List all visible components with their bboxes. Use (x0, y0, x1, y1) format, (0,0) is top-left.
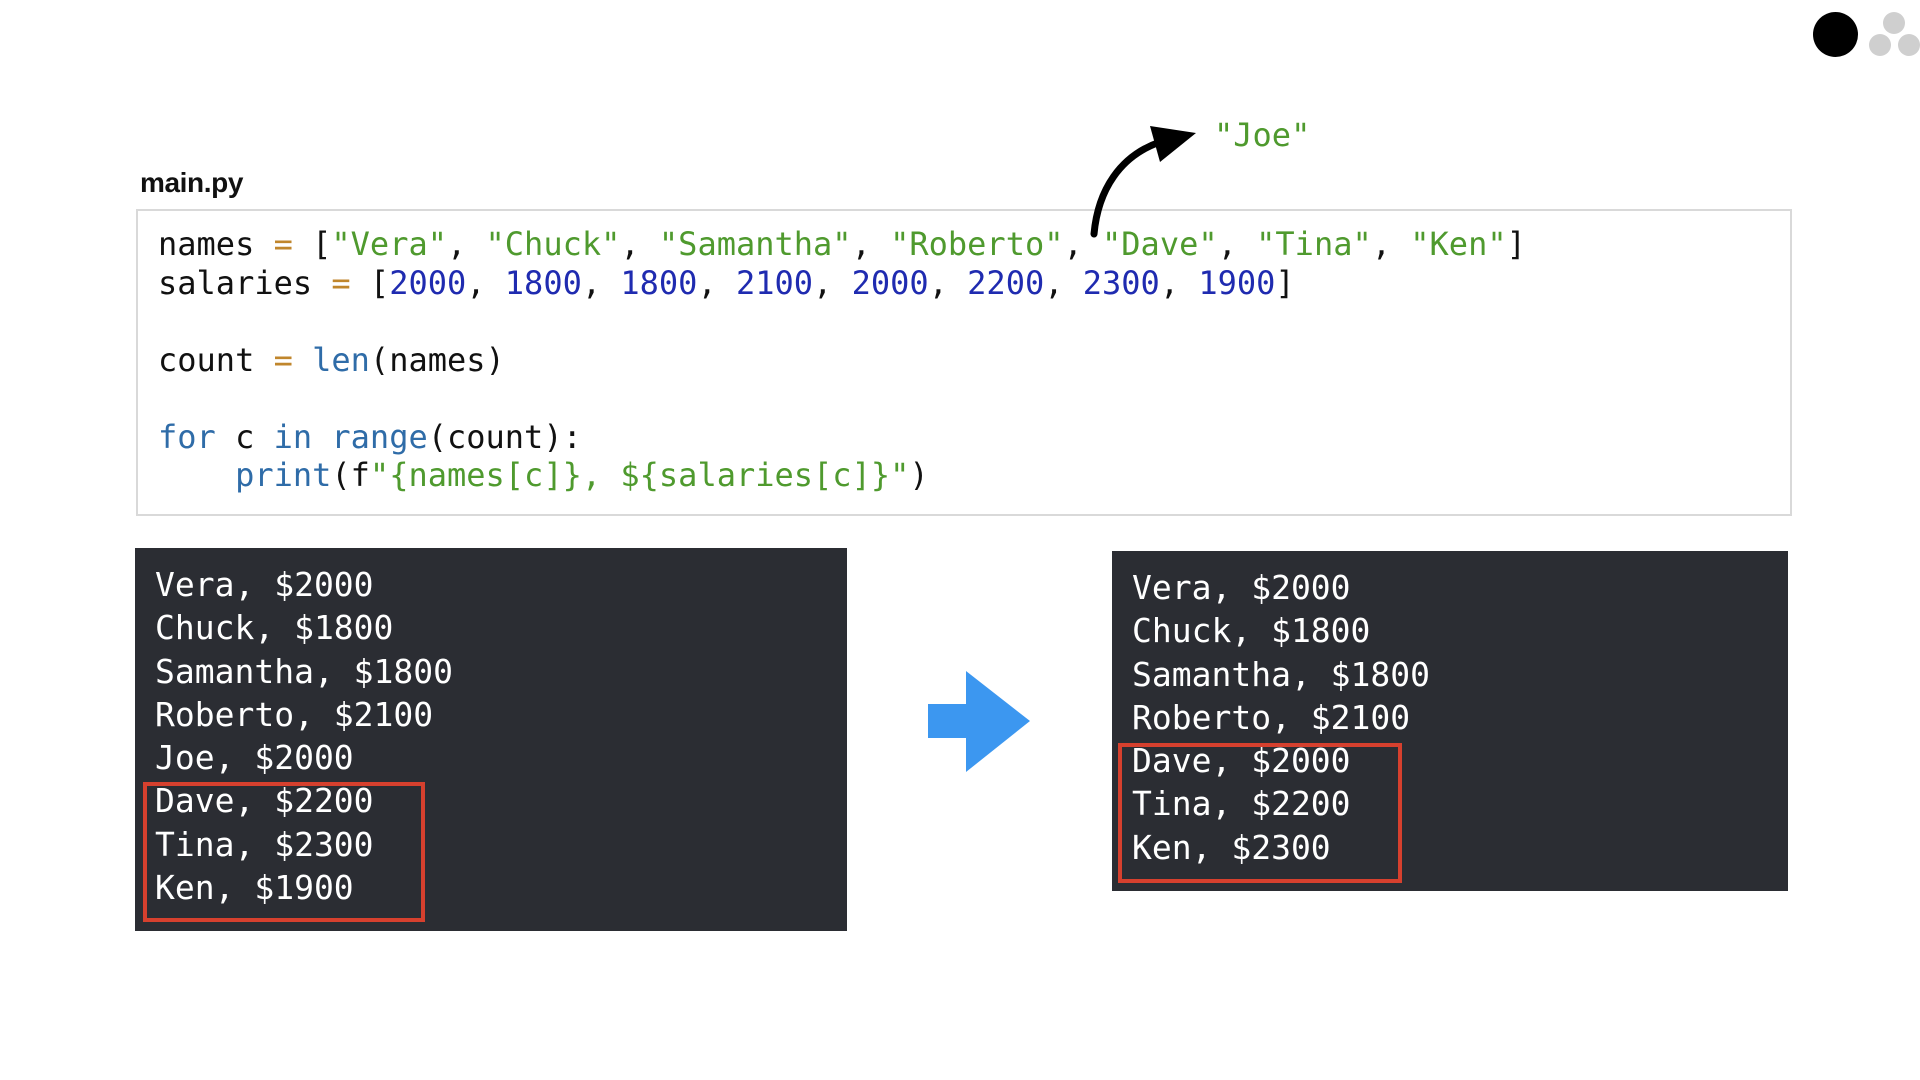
code-token: "Roberto" (890, 225, 1064, 263)
code-token: "Vera" (331, 225, 447, 263)
code-token: (f (331, 456, 370, 494)
code-token: print (235, 456, 332, 494)
code-line: for c in range(count): (158, 418, 1526, 457)
code-token: , (697, 263, 736, 302)
code-token: ] (1506, 225, 1526, 263)
output-line: Dave, $2000 (1132, 741, 1351, 781)
logo-dot-large (1813, 12, 1858, 57)
code-token: (names) (369, 340, 505, 379)
right-arrow-icon (928, 671, 1030, 772)
code-token: names (158, 225, 274, 263)
output-line: Ken, $1900 (155, 868, 354, 908)
highlight-box (1118, 743, 1402, 883)
code-token: "Dave" (1102, 225, 1218, 263)
code-token: ] (1275, 263, 1295, 302)
output-line: Tina, $2200 (1132, 784, 1351, 824)
output-line: Chuck, $1800 (1132, 611, 1371, 651)
output-line: Vera, $2000 (1132, 568, 1351, 607)
code-token: "{names[c]}, ${salaries[c]}" (369, 456, 910, 494)
output-line: Samantha, $1800 (1132, 654, 1431, 694)
code-line: salaries = [2000, 1800, 1800, 2100, 2000… (158, 264, 1526, 303)
code-token: , (928, 263, 968, 302)
code-token: len (312, 340, 370, 379)
code-line: names = ["Vera", "Chuck", "Samantha", "R… (158, 225, 1526, 264)
code-block: names = ["Vera", "Chuck", "Samantha", "R… (158, 225, 1526, 495)
code-token: , (1063, 225, 1103, 263)
code-token: = (331, 263, 351, 302)
code-token: "Tina" (1256, 225, 1372, 263)
code-token: , (1159, 263, 1199, 302)
code-token: "Ken" (1410, 225, 1507, 263)
code-token: c (215, 417, 274, 456)
code-line (158, 379, 1526, 418)
annotation-label: "Joe" (1214, 116, 1311, 154)
code-token: , (1371, 225, 1411, 263)
code-token: , (466, 263, 505, 302)
code-token: , (581, 263, 621, 302)
output-line: Vera, $2000 (155, 565, 374, 604)
output-line: Chuck, $1800 (155, 608, 394, 648)
output-line: Samantha, $1800 (155, 651, 454, 691)
highlight-box (143, 782, 425, 922)
code-token: 2200 (967, 263, 1045, 302)
code-line: print(f"{names[c]}, ${salaries[c]}") (158, 456, 1526, 495)
code-token (293, 341, 312, 379)
output-line: Tina, $2300 (155, 824, 374, 864)
code-token: = (273, 340, 293, 379)
code-token: 2000 (389, 263, 467, 302)
code-token: 1800 (620, 263, 698, 302)
code-token: 2300 (1082, 263, 1160, 302)
code-line (158, 302, 1526, 341)
output-line: Joe, $2000 (155, 738, 354, 778)
output-line: Ken, $2300 (1132, 827, 1331, 867)
output-line: Roberto, $2100 (1132, 697, 1411, 737)
code-token: 2100 (735, 263, 814, 302)
code-token: count (158, 340, 274, 379)
code-token: for (158, 417, 216, 456)
code-token (158, 456, 235, 494)
code-token: ) (909, 456, 929, 494)
output-line: Roberto, $2100 (155, 694, 434, 734)
code-token: 1900 (1198, 263, 1276, 302)
code-token (312, 418, 331, 456)
code-token: , (446, 225, 486, 263)
code-token: [ (350, 263, 390, 302)
code-token: , (1217, 225, 1257, 263)
code-token: , (813, 263, 852, 302)
logo-dot-small (1869, 34, 1891, 56)
code-token: , (1044, 263, 1083, 302)
output-line: Dave, $2200 (155, 781, 374, 821)
code-editor: names = ["Vera", "Chuck", "Samantha", "R… (136, 209, 1792, 516)
code-token: "Samantha" (658, 225, 852, 263)
logo-dot-small (1898, 34, 1920, 56)
code-token: 1800 (504, 263, 582, 302)
code-token: "Chuck" (485, 225, 621, 263)
code-token: in (273, 417, 313, 456)
logo-dot-small (1883, 12, 1905, 34)
code-token: , (620, 225, 659, 263)
code-token: , (851, 225, 891, 263)
code-token: 2000 (851, 263, 929, 302)
code-line: count = len(names) (158, 341, 1526, 380)
code-token: (count): (427, 417, 582, 456)
code-token: [ (292, 225, 332, 263)
code-token: salaries (158, 263, 332, 302)
code-token: range (331, 417, 428, 456)
file-name-label: main.py (140, 167, 244, 198)
code-token: = (273, 225, 293, 263)
